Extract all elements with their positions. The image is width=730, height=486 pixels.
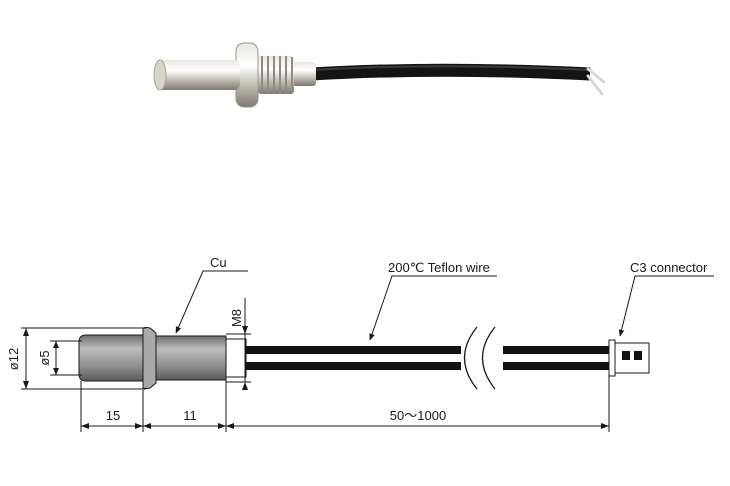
- cable-break-symbol: [464, 326, 496, 390]
- photo-cable: [311, 63, 591, 81]
- dia12-label: ø12: [6, 348, 21, 370]
- drawing-probe: [78, 334, 147, 382]
- wire-label: 200℃ Teflon wire: [388, 260, 490, 275]
- photo-wire-ends: [586, 67, 606, 96]
- length-dimensions: [80, 376, 610, 432]
- m8-dimension: [226, 298, 251, 390]
- technical-drawing: [21, 270, 714, 432]
- drawing-connector: [608, 339, 650, 377]
- connector-leader: [618, 275, 714, 337]
- product-photo: [153, 42, 606, 108]
- probe-length-label: 15: [106, 408, 120, 423]
- cu-leader: [175, 270, 248, 334]
- m8-label: M8: [229, 309, 244, 327]
- dia12-dimension: [21, 327, 146, 390]
- drawing-flange: [142, 327, 157, 389]
- wire-leader: [369, 275, 497, 341]
- photo-probe: [156, 60, 240, 90]
- dia5-label: ø5: [37, 350, 52, 365]
- dia5-dimension: [50, 340, 82, 376]
- photo-thread: [258, 56, 294, 94]
- cu-label: Cu: [210, 255, 227, 270]
- connector-label: C3 connector: [630, 260, 708, 275]
- drawing-cable: [246, 346, 609, 370]
- thread-length-label: 11: [183, 408, 197, 423]
- drawing-thread-section: [155, 335, 227, 381]
- cable-length-label: 50～1000: [390, 408, 446, 423]
